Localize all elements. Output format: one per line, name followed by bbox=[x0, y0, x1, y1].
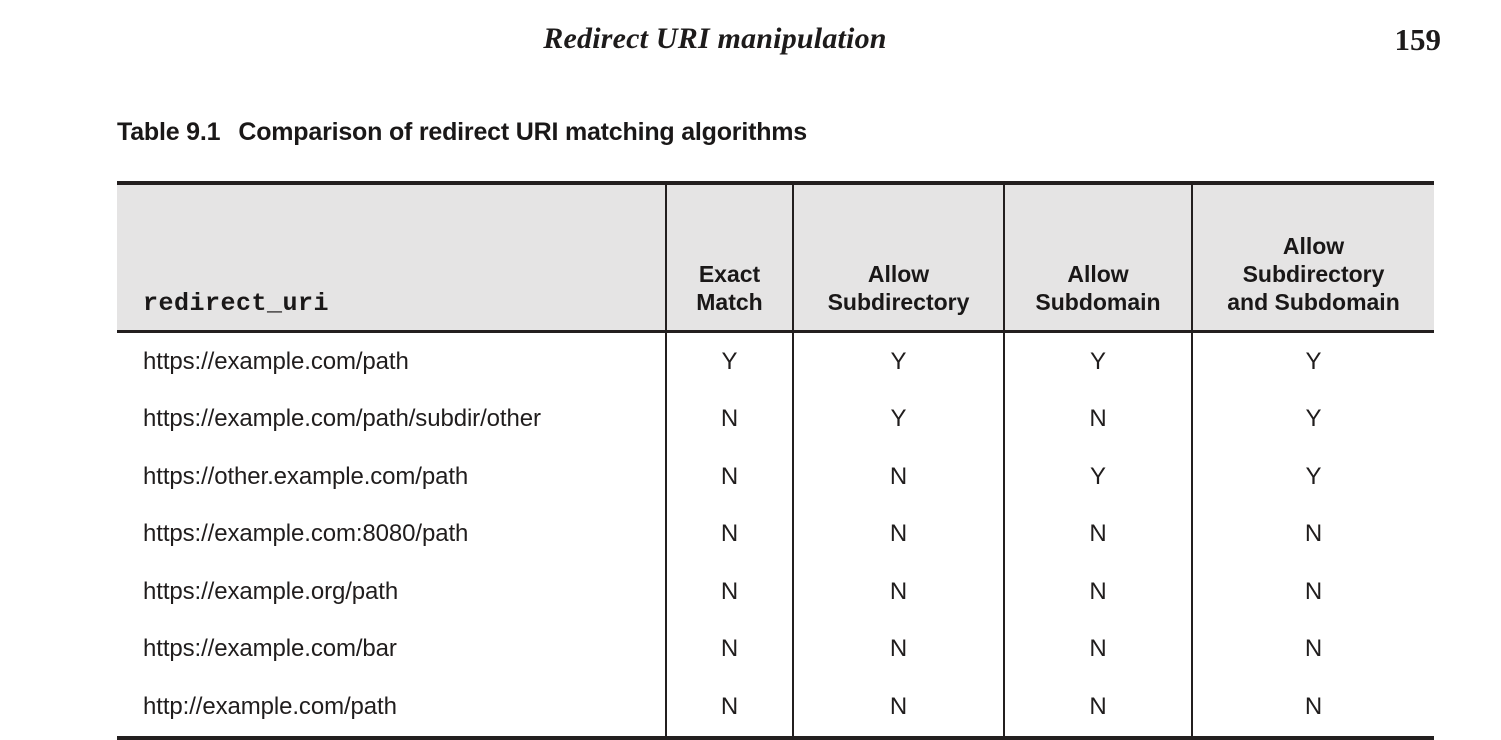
cell-redirect-uri: https://example.com/path bbox=[143, 347, 409, 375]
cell-allow-subdomain: N bbox=[1003, 620, 1192, 678]
cell-allow-subdirectory-and-subdomain: N bbox=[1191, 505, 1434, 563]
table-container: redirect_uri Exact Match Allow Subdirect… bbox=[117, 181, 1434, 740]
column-header-line: Subdomain bbox=[1035, 288, 1161, 315]
cell-redirect-uri: http://example.com/path bbox=[117, 678, 666, 740]
column-header-line: Allow bbox=[867, 260, 930, 287]
column-header-line: Allow bbox=[1282, 232, 1345, 259]
cell-redirect-uri: https://example.com/bar bbox=[143, 635, 397, 663]
column-header-allow-subdirectory-and-subdomain: Allow Subdirectory and Subdomain bbox=[1191, 181, 1434, 333]
cell-allow-subdomain: N bbox=[1003, 390, 1192, 448]
column-header-allow-subdirectory: Allow Subdirectory bbox=[792, 181, 1004, 333]
running-head: Redirect URI manipulation bbox=[543, 22, 887, 55]
table-caption: Table 9.1 Comparison of redirect URI matc… bbox=[117, 118, 807, 147]
column-header-line: Subdirectory bbox=[1242, 260, 1385, 287]
cell-allow-subdirectory: N bbox=[792, 678, 1004, 740]
column-header-line: Allow bbox=[1067, 260, 1129, 287]
table-caption-number: Table 9.1 bbox=[117, 118, 221, 146]
table-header-row: redirect_uri Exact Match Allow Subdirect… bbox=[117, 181, 1434, 333]
cell-allow-subdirectory-and-subdomain: N bbox=[1191, 563, 1434, 621]
cell-allow-subdirectory: N bbox=[792, 620, 1004, 678]
cell-allow-subdirectory: N bbox=[792, 448, 1004, 506]
column-header-exact-match: Exact Match bbox=[665, 181, 793, 333]
table-caption-title: Comparison of redirect URI matching algo… bbox=[238, 118, 808, 146]
cell-exact-match: Y bbox=[665, 331, 793, 391]
cell-exact-match: N bbox=[665, 505, 793, 563]
column-header-line: Match bbox=[696, 288, 763, 315]
cell-allow-subdirectory-and-subdomain: N bbox=[1191, 620, 1434, 678]
cell-allow-subdomain: N bbox=[1003, 563, 1192, 621]
column-header-line: and Subdomain bbox=[1227, 288, 1400, 315]
cell-redirect-uri: https://example.com/path/subdir/other bbox=[143, 405, 541, 433]
column-header-line: Exact bbox=[698, 260, 761, 287]
table-header: redirect_uri Exact Match Allow Subdirect… bbox=[117, 181, 1434, 333]
page-number: 159 bbox=[1394, 22, 1442, 57]
cell-exact-match: N bbox=[665, 563, 793, 621]
cell-allow-subdirectory-and-subdomain: Y bbox=[1191, 390, 1434, 448]
cell-allow-subdirectory: N bbox=[792, 505, 1004, 563]
cell-exact-match: N bbox=[665, 620, 793, 678]
cell-allow-subdirectory-and-subdomain: Y bbox=[1191, 448, 1434, 506]
column-header-redirect-uri: redirect_uri bbox=[117, 181, 666, 333]
cell-allow-subdirectory: Y bbox=[792, 331, 1004, 391]
cell-allow-subdirectory-and-subdomain: Y bbox=[1191, 331, 1434, 391]
cell-allow-subdomain: Y bbox=[1003, 331, 1192, 391]
cell-allow-subdirectory: Y bbox=[792, 390, 1004, 448]
cell-redirect-uri: https://other.example.com/path bbox=[143, 462, 469, 490]
cell-redirect-uri: https://example.org/path bbox=[143, 577, 399, 605]
cell-redirect-uri: https://example.com:8080/path bbox=[143, 520, 469, 548]
cell-exact-match: N bbox=[665, 448, 793, 506]
cell-exact-match: N bbox=[665, 390, 793, 448]
cell-allow-subdomain: Y bbox=[1003, 448, 1192, 506]
cell-allow-subdirectory-and-subdomain: N bbox=[1191, 678, 1434, 740]
cell-allow-subdirectory: N bbox=[792, 563, 1004, 621]
column-header-line: Subdirectory bbox=[827, 288, 970, 315]
column-header-allow-subdomain: Allow Subdomain bbox=[1003, 181, 1192, 333]
cell-exact-match: N bbox=[665, 678, 793, 740]
cell-allow-subdomain: N bbox=[1003, 505, 1192, 563]
cell-allow-subdomain: N bbox=[1003, 678, 1192, 740]
redirect-uri-comparison-table: redirect_uri Exact Match Allow Subdirect… bbox=[117, 181, 1434, 740]
